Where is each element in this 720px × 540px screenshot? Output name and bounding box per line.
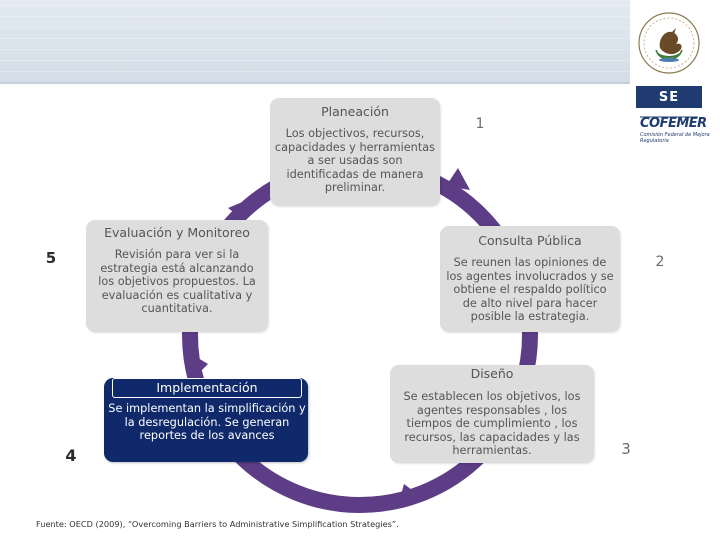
stage-number-5: 5 [45, 249, 57, 267]
cofemer-logo-subtitle: Comisión Federal de Mejora Regulatoria [640, 132, 710, 144]
diseno-title: Diseño [470, 366, 514, 381]
stage-number-2: 2 [655, 254, 665, 270]
cycle-arrow-head [398, 484, 420, 506]
cofemer-logo [640, 116, 698, 118]
header-band [0, 0, 720, 82]
header-divider [0, 82, 720, 84]
implementacion-title: Implementación [112, 378, 302, 398]
consulta-box [440, 226, 620, 332]
planeacion-box [270, 98, 440, 206]
stage-number-4: 4 [65, 446, 77, 465]
planeacion-title: Planeación [321, 104, 389, 119]
cycle-arrow-head [228, 198, 252, 220]
se-badge: SE [636, 86, 702, 108]
diseno-description: Se establecen los objetivos, los agentes… [403, 390, 581, 457]
cycle-arrow-head [188, 352, 208, 376]
implementacion-description: Se implementan la simplificación y la de… [108, 402, 306, 442]
stage-number-1: 1 [475, 116, 485, 132]
consulta-title: Consulta Pública [478, 233, 582, 248]
stage-number-3: 3 [621, 440, 631, 458]
mexico-coat-of-arms-icon [638, 12, 700, 74]
cofemer-logo-text: COFEMER [640, 116, 707, 131]
diseno-box [390, 365, 594, 463]
cycle-arrow-head [446, 168, 470, 190]
planeacion-description: Los objectivos, recursos, capacidades y … [274, 127, 436, 194]
evaluacion-description: Revisión para ver si la estrategia está … [98, 248, 256, 315]
source-footnote: Fuente: OECD (2009), “Overcoming Barrier… [36, 519, 399, 529]
evaluacion-box [86, 220, 268, 332]
consulta-description: Se reunen las opiniones de los agentes i… [446, 256, 614, 323]
evaluacion-title: Evaluación y Monitoreo [104, 225, 250, 240]
